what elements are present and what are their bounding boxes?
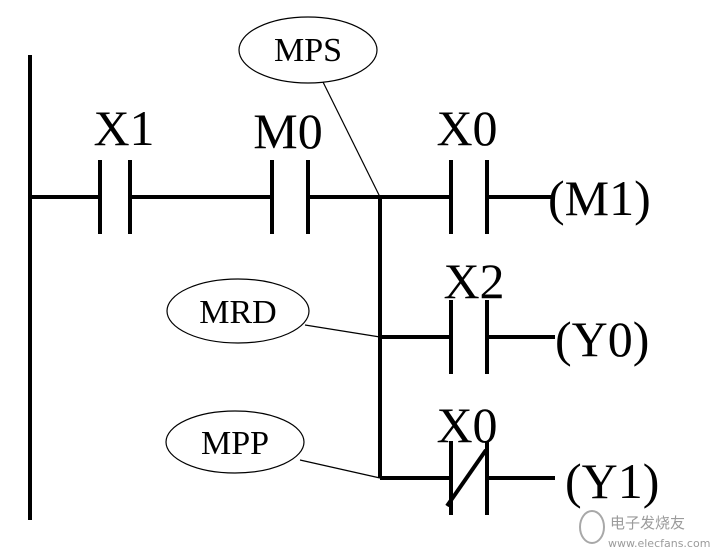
mrd-leader xyxy=(304,324,381,338)
contact-x0-bottom-label: X0 xyxy=(436,397,497,453)
coil-m1-label: (M1) xyxy=(548,170,651,226)
contact-x1-label: X1 xyxy=(93,100,154,156)
contact-m0-label: M0 xyxy=(253,103,322,159)
contact-x2-label: X2 xyxy=(443,253,504,309)
mrd-bubble xyxy=(166,278,310,344)
mpp-leader xyxy=(299,459,381,479)
mps-bubble xyxy=(238,16,378,84)
contact-x0-top-label: X0 xyxy=(436,100,497,156)
coil-y1-label: (Y1) xyxy=(565,453,659,509)
watermark-url: www.elecfans.com xyxy=(608,537,710,550)
coil-y0-label: (Y0) xyxy=(555,311,649,367)
contact-x0-bottom-slash xyxy=(445,448,488,508)
mps-leader xyxy=(321,79,381,198)
watermark-text: 电子发烧友 xyxy=(610,514,685,532)
mps-label: MPS xyxy=(274,32,342,69)
mpp-bubble xyxy=(165,410,305,474)
watermark: 电子发烧友 www.elecfans.com xyxy=(579,510,710,550)
mrd-label: MRD xyxy=(199,294,276,331)
mpp-label: MPP xyxy=(201,425,269,462)
watermark-logo-icon xyxy=(579,510,605,544)
